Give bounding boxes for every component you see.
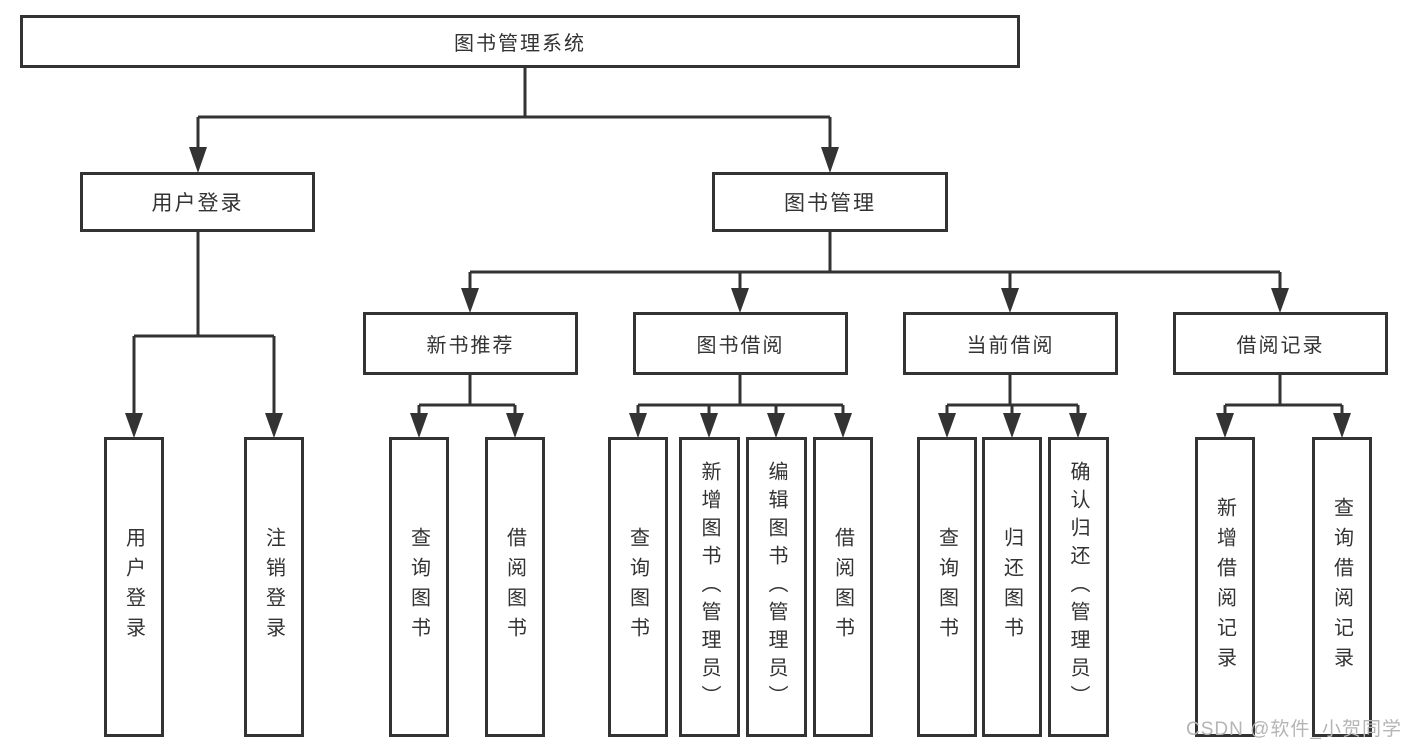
node-return-books: 归还图书 <box>982 437 1042 737</box>
arrowhead <box>125 413 143 438</box>
node-add-borrow-record: 新增借阅记录 <box>1195 437 1255 737</box>
arrowhead <box>834 413 852 438</box>
arrowhead <box>731 288 749 313</box>
arrowhead <box>1271 288 1289 313</box>
node-query-books-borrow: 查询图书 <box>608 437 668 737</box>
arrowhead <box>506 413 524 438</box>
node-current-borrow: 当前借阅 <box>903 312 1118 375</box>
arrowhead <box>1333 413 1351 438</box>
arrowhead <box>410 413 428 438</box>
node-add-books-admin: 新增图书（管理员） <box>679 437 740 737</box>
arrowhead <box>821 147 839 173</box>
node-book-management: 图书管理 <box>712 172 948 232</box>
node-edit-books-admin: 编辑图书（管理员） <box>746 437 807 737</box>
node-library-management-system: 图书管理系统 <box>20 15 1020 68</box>
arrowhead <box>700 413 718 438</box>
node-query-books-current: 查询图书 <box>917 437 977 737</box>
arrowhead <box>265 413 283 438</box>
node-logout: 注销登录 <box>244 437 304 737</box>
arrowhead <box>1216 413 1234 438</box>
node-borrow-books-borrow: 借阅图书 <box>813 437 873 737</box>
arrowhead <box>1069 413 1087 438</box>
node-borrow-records: 借阅记录 <box>1173 312 1388 375</box>
arrowhead <box>1001 288 1019 313</box>
arrowhead <box>629 413 647 438</box>
node-book-borrow: 图书借阅 <box>633 312 848 375</box>
arrowhead <box>189 147 207 173</box>
node-user-login: 用户登录 <box>80 172 315 232</box>
arrowhead <box>938 413 956 438</box>
node-confirm-return-admin: 确认归还（管理员） <box>1048 437 1109 737</box>
node-new-book-recommend: 新书推荐 <box>363 312 578 375</box>
node-borrow-books-recommend: 借阅图书 <box>485 437 545 737</box>
arrowhead <box>767 413 785 438</box>
arrowhead <box>1003 413 1021 438</box>
node-query-borrow-record: 查询借阅记录 <box>1312 437 1372 737</box>
csdn-watermark: CSDN @软件_小贺同学 <box>1186 719 1402 740</box>
node-query-books-recommend: 查询图书 <box>389 437 449 737</box>
arrowhead <box>461 288 479 313</box>
node-user-login-action: 用户登录 <box>104 437 164 737</box>
